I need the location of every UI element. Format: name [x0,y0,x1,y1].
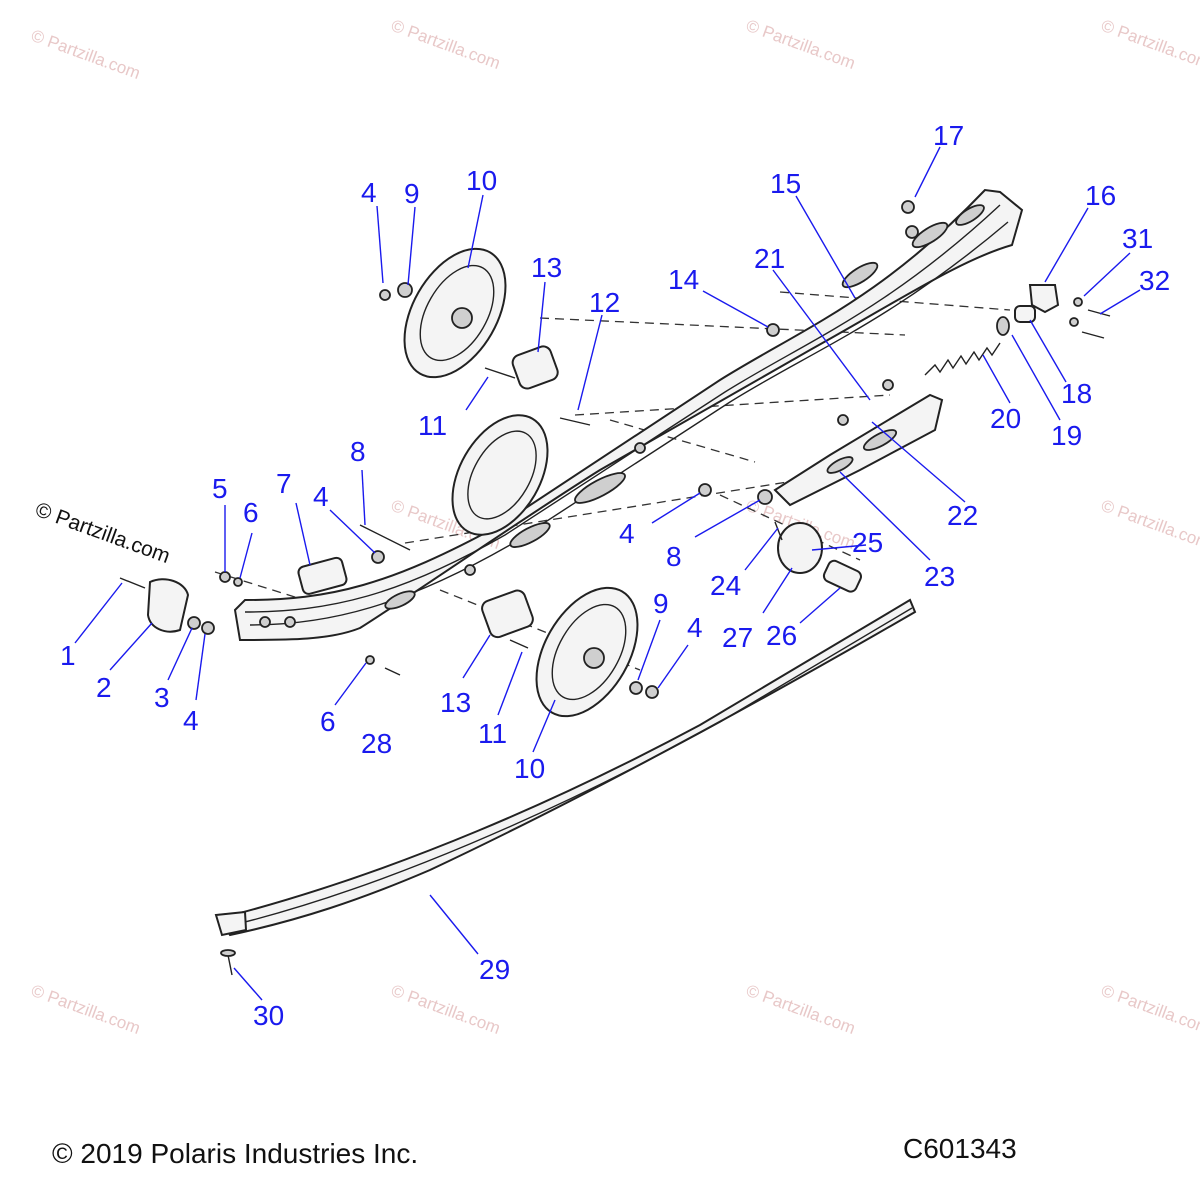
callout-23: 23 [924,561,955,592]
callout-16: 16 [1085,180,1116,211]
callout-27: 27 [722,622,753,653]
watermark-tile: © Partzilla.com [389,16,503,73]
callout-13: 13 [531,252,562,283]
callout-2: 2 [96,672,112,703]
callout-14: 14 [668,264,699,295]
callout-8: 8 [666,541,682,572]
callout-13: 13 [440,687,471,718]
callout-30: 30 [253,1000,284,1031]
watermark-tile: © Partzilla.com [1099,16,1200,73]
watermark-main: © Partzilla.com [32,498,173,568]
slide-part [214,598,917,976]
callout-1: 1 [60,640,76,671]
callout-21: 21 [754,243,785,274]
watermark-tile: © Partzilla.com [389,981,503,1038]
callout-19: 19 [1051,420,1082,451]
callout-9: 9 [653,588,669,619]
callout-4: 4 [361,177,377,208]
leader-lines [74,146,1141,1001]
callout-28: 28 [361,728,392,759]
callout-4: 4 [313,481,329,512]
callout-4: 4 [687,612,703,643]
callout-31: 31 [1122,223,1153,254]
callout-6: 6 [243,497,259,528]
callout-10: 10 [466,165,497,196]
hardware-parts [119,200,1111,699]
main-rail-part [233,188,1024,642]
callout-6: 6 [320,706,336,737]
callout-11: 11 [418,410,447,441]
callout-26: 26 [766,620,797,651]
callout-24: 24 [710,570,741,601]
callout-11: 11 [478,718,507,749]
callout-29: 29 [479,954,510,985]
watermark-tile: © Partzilla.com [1099,496,1200,553]
rail-bracket-part [773,393,944,507]
callout-32: 32 [1139,265,1170,296]
callout-9: 9 [404,178,420,209]
idler-wheel-middle [451,414,549,536]
callout-7: 7 [276,468,292,499]
watermark-tile: © Partzilla.com [744,981,858,1038]
callout-5: 5 [212,473,228,504]
callout-22: 22 [947,500,978,531]
callout-18: 18 [1061,378,1092,409]
watermark-tiles: © Partzilla.com © Partzilla.com © Partzi… [29,16,1200,1038]
watermark-tile: © Partzilla.com [29,26,143,83]
watermark-tile: © Partzilla.com [29,981,143,1038]
idler-wheel-lower [535,586,639,718]
callout-3: 3 [154,682,170,713]
callout-15: 15 [770,168,801,199]
callout-20: 20 [990,403,1021,434]
idler-wheel-upper [403,247,507,379]
callout-25: 25 [852,527,883,558]
callout-4: 4 [183,705,199,736]
copyright-notice: © 2019 Polaris Industries Inc. [52,1138,419,1169]
watermark-tile: © Partzilla.com [744,16,858,73]
callout-10: 10 [514,753,545,784]
callout-8: 8 [350,436,366,467]
watermark-tile: © Partzilla.com [1099,981,1200,1038]
callout-17: 17 [933,120,964,151]
diagram-code: C601343 [903,1133,1017,1164]
callout-4: 4 [619,518,635,549]
callout-12: 12 [589,287,620,318]
callout-labels: 4 9 10 13 12 14 15 17 21 16 31 32 18 19 … [60,120,1170,1031]
